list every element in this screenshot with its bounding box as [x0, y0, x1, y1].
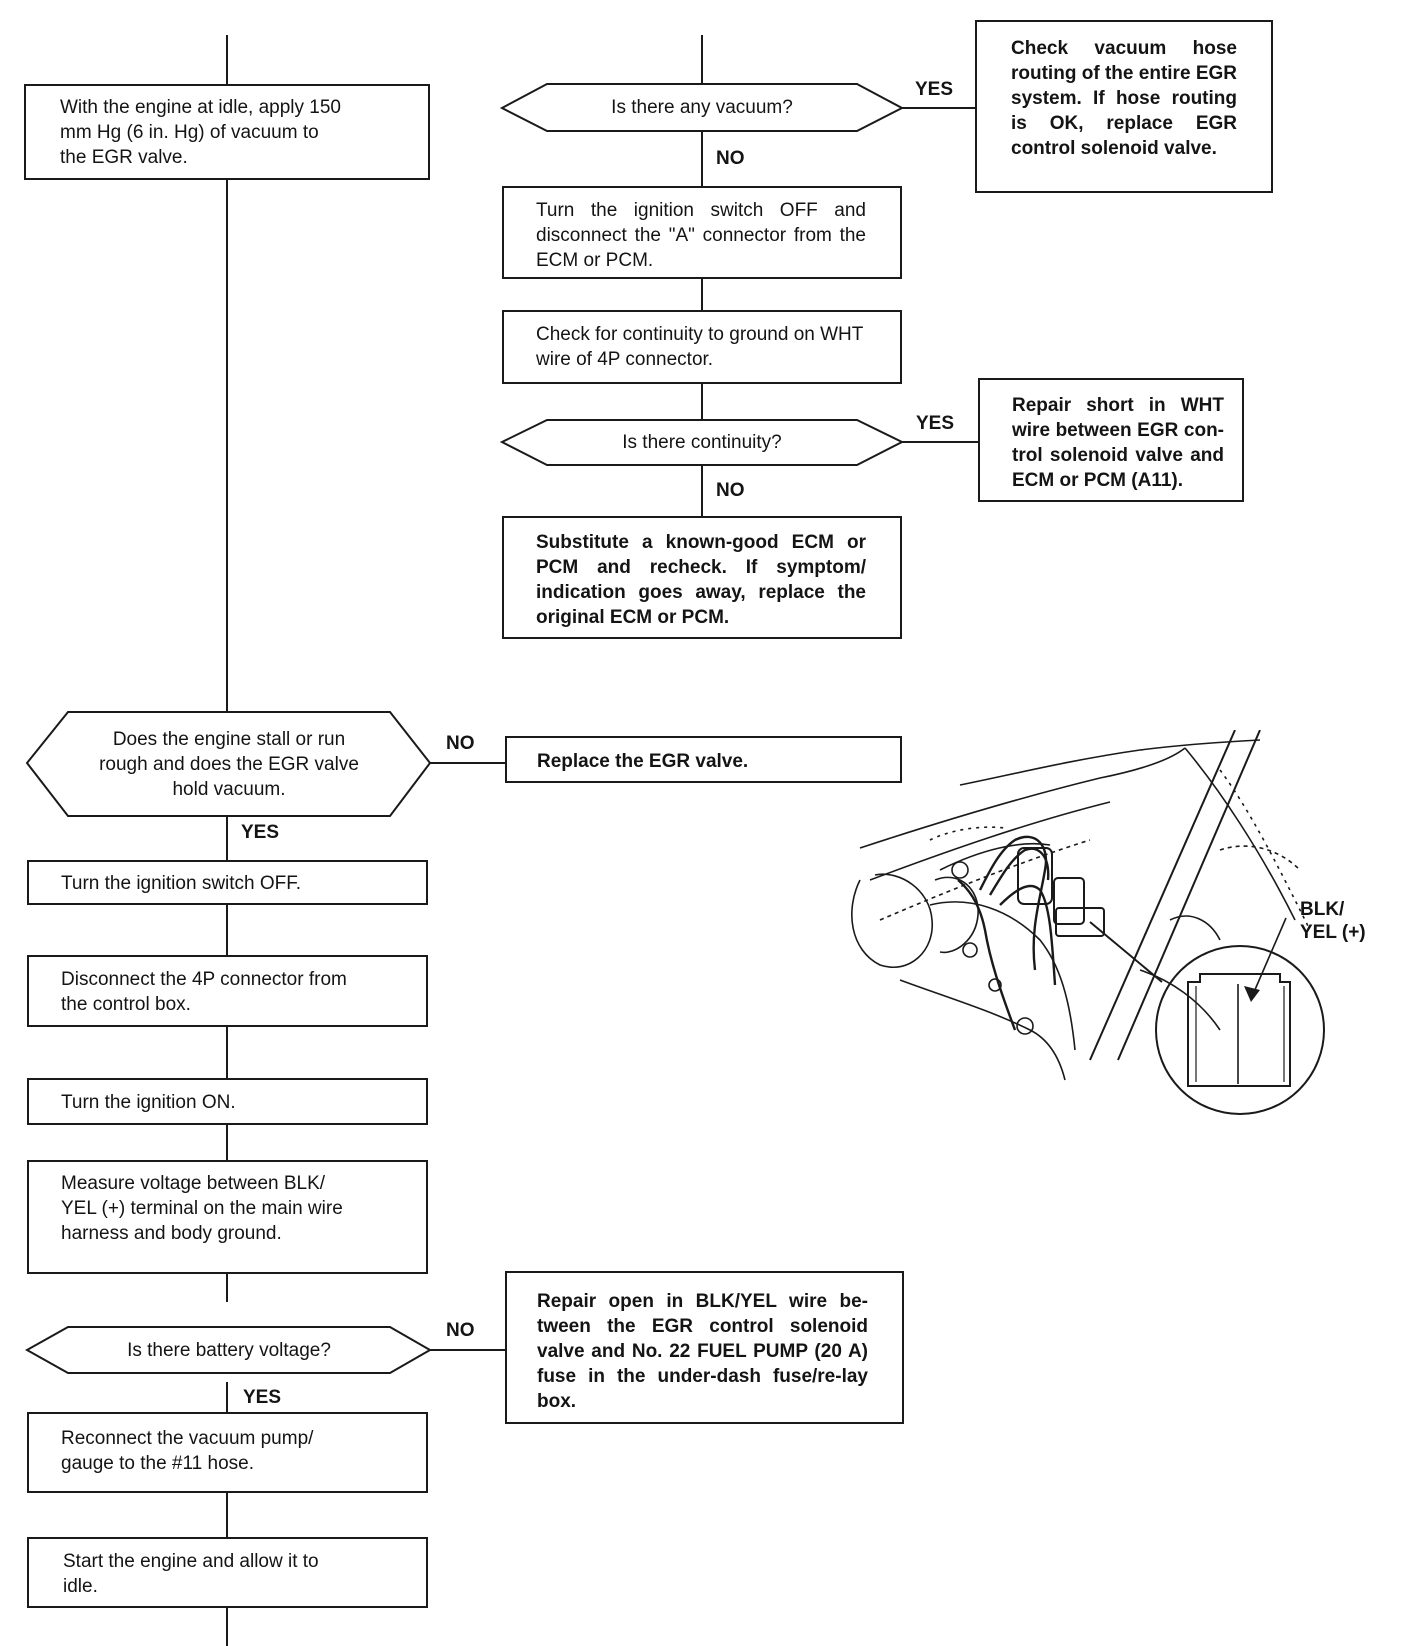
- repair-open-box: Repair open in BLK/YEL wire be-tween the…: [505, 1271, 904, 1424]
- ignition-on-box: Turn the ignition ON.: [27, 1078, 428, 1125]
- decision-shape-continuity: [499, 419, 905, 466]
- continuity-no-label: NO: [716, 480, 745, 501]
- measure-voltage-box: Measure voltage between BLK/ YEL (+) ter…: [27, 1160, 428, 1274]
- frame-line: [1184, 747, 1296, 921]
- substitute-ecm-box: Substitute a known-good ECM or PCM and r…: [502, 516, 902, 639]
- apply-vacuum-box: With the engine at idle, apply 150 mm Hg…: [24, 84, 430, 180]
- fastener: [988, 978, 1002, 992]
- disconnect-a-box: Turn the ignition switch OFF and disconn…: [502, 186, 902, 279]
- engine-bay-illustration: [851, 730, 1325, 1115]
- frame-line: [879, 839, 1091, 921]
- terminal-arrow-head: [1244, 986, 1260, 1002]
- battery-no-label: NO: [446, 1320, 475, 1341]
- fastener: [951, 861, 969, 879]
- vacuum-tube: [988, 847, 1050, 896]
- frame-line: [959, 739, 1261, 786]
- stall-question-text: Does the engine stall or run rough and d…: [99, 728, 359, 800]
- decision-shape-stall: [25, 711, 432, 817]
- disconnect-4p-box: Disconnect the 4P connector from the con…: [27, 955, 428, 1027]
- reservoir-outline: [934, 876, 979, 954]
- continuity-question-text: Is there continuity?: [622, 432, 782, 453]
- magnifier-circle: [1155, 945, 1325, 1115]
- vacuum-tube: [957, 879, 1017, 1031]
- vacuum-no-label: NO: [716, 148, 745, 169]
- battery-question-text: Is there battery voltage?: [127, 1339, 331, 1361]
- vacuum-tube: [999, 884, 1057, 986]
- engine-outline: [929, 901, 1076, 1051]
- engine-outline: [899, 979, 1066, 1081]
- fastener: [962, 942, 978, 958]
- vacuum-yes-label: YES: [915, 79, 954, 100]
- stall-no-label: NO: [446, 733, 475, 754]
- continuity-yes-label: YES: [916, 413, 955, 434]
- solenoid-body: [1017, 847, 1053, 905]
- engine-bay-sketch: [851, 730, 1325, 1115]
- battery-yes-label: YES: [243, 1387, 282, 1408]
- start-engine-box: Start the engine and allow it to idle.: [27, 1537, 428, 1608]
- reservoir-outline: [851, 873, 933, 968]
- connector-4p: [1055, 907, 1105, 937]
- ignition-off-box: Turn the ignition switch OFF.: [27, 860, 428, 905]
- callout-leader: [1089, 921, 1163, 983]
- strut-line: [1089, 730, 1236, 1061]
- frame-line: [1169, 915, 1221, 941]
- replace-egr-box: Replace the EGR valve.: [505, 736, 902, 783]
- check-continuity-box: Check for continuity to ground on WHT wi…: [502, 310, 902, 384]
- decision-shape-vacuum: [499, 83, 905, 132]
- repair-short-box: Repair short in WHT wire between EGR con…: [978, 378, 1244, 502]
- connector-face-outline: [1187, 973, 1291, 1087]
- control-box-body: [1053, 877, 1085, 925]
- fastener: [1016, 1017, 1034, 1035]
- decision-shape-battery: [24, 1326, 433, 1374]
- frame-line: [929, 826, 1006, 841]
- stall-yes-label: YES: [241, 822, 280, 843]
- frame-line: [859, 747, 1186, 849]
- blk-yel-terminal-label: BLK/ YEL (+): [1300, 899, 1366, 943]
- strut-line: [1117, 730, 1261, 1061]
- terminal-arrow-line: [1253, 917, 1287, 993]
- frame-line: [1219, 769, 1311, 931]
- reconnect-pump-box: Reconnect the vacuum pump/ gauge to the …: [27, 1412, 428, 1493]
- check-hose-box: Check vacuum hose routing of the entire …: [975, 20, 1273, 193]
- vacuum-question-text: Is there any vacuum?: [611, 97, 793, 118]
- frame-line: [869, 801, 1111, 881]
- frame-line: [1139, 969, 1221, 1031]
- frame-line: [1219, 845, 1301, 871]
